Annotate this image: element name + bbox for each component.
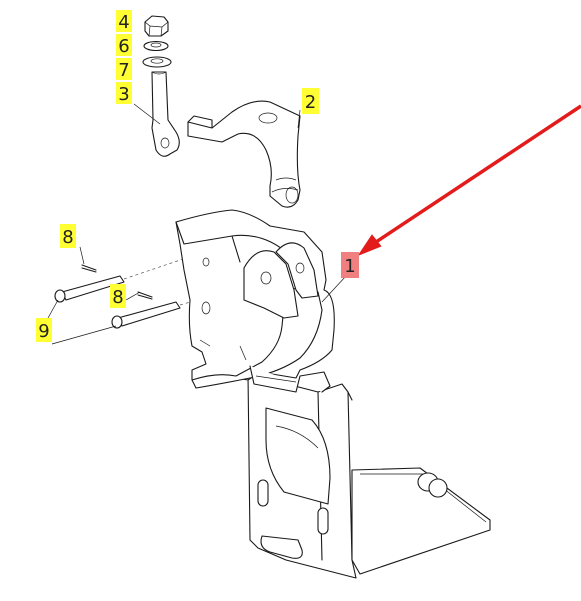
part-2-clamp-strap: [187, 100, 301, 208]
callout-2-label: 2: [305, 92, 316, 113]
callout-8-upper-label: 8: [62, 227, 73, 248]
callout-7-label: 7: [118, 60, 129, 81]
part-3-eye-bolt: [151, 71, 180, 157]
callout-3: 3: [116, 82, 132, 105]
part-6-washer: [143, 40, 169, 52]
red-arrow-pointer: [357, 104, 581, 257]
callout-4: 4: [116, 10, 132, 33]
callout-6: 6: [116, 34, 132, 57]
callout-4-label: 4: [118, 12, 129, 33]
callout-3-label: 3: [118, 84, 129, 105]
part-7-washer: [142, 56, 172, 68]
callout-2: 2: [302, 88, 319, 114]
callout-1: 1: [341, 252, 359, 278]
part-9-pin-lower: [111, 301, 181, 329]
callout-8-lower-label: 8: [112, 287, 123, 308]
part-9-pin-upper: [54, 275, 125, 303]
callout-1-label: 1: [344, 256, 355, 277]
part-1-bracket-assembly: [175, 209, 491, 579]
callout-9-label: 9: [38, 321, 49, 342]
callout-6-label: 6: [118, 36, 129, 57]
callout-9: 9: [36, 318, 52, 342]
part-8-cotter-lower: [137, 291, 153, 300]
part-4-nut: [144, 15, 169, 37]
callout-8-lower: 8: [110, 284, 126, 308]
callout-7: 7: [116, 58, 132, 81]
callout-8-upper: 8: [60, 224, 76, 248]
part-8-cotter-upper: [81, 264, 97, 273]
